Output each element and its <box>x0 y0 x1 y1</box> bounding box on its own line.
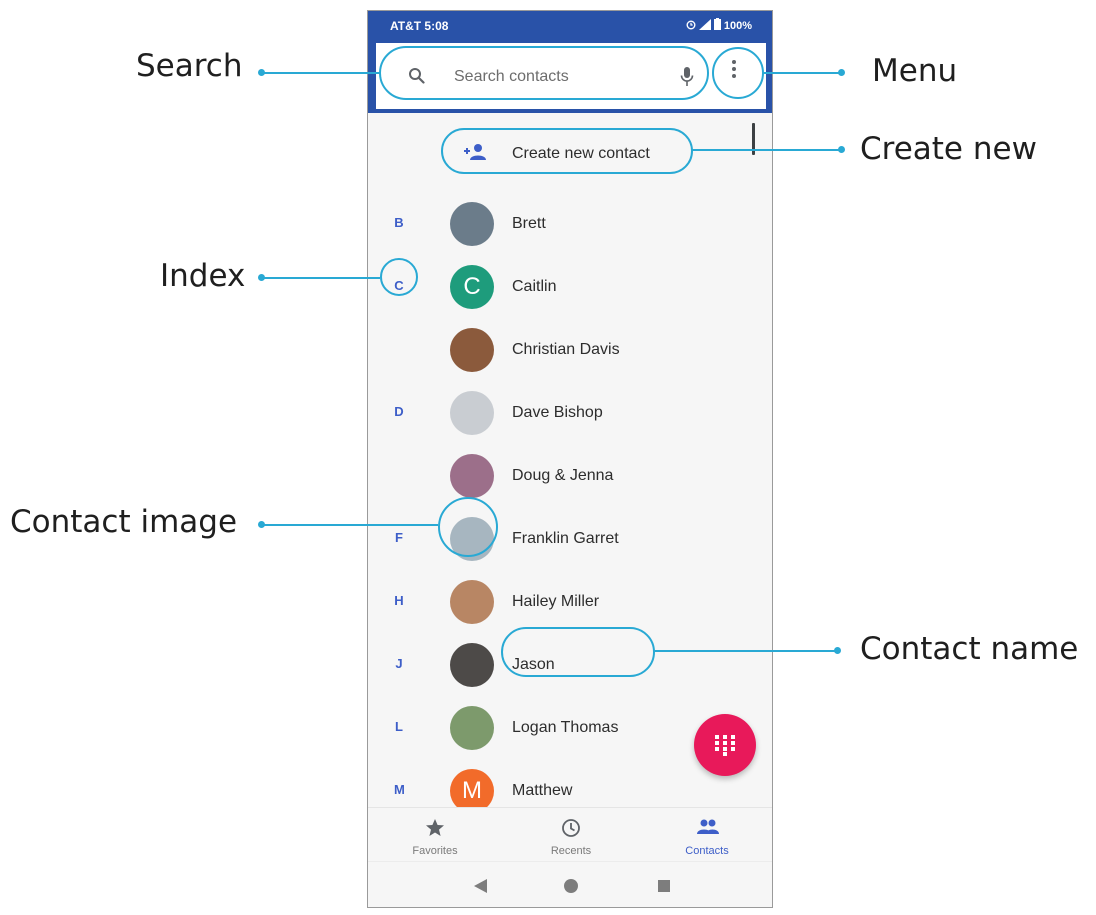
callout-dot <box>838 146 845 153</box>
battery-percent: 100% <box>723 19 752 32</box>
tab-label: Contacts <box>685 845 729 857</box>
index-letter: D <box>394 404 404 419</box>
bottom-navigation: Favorites Recents Contacts <box>368 807 772 862</box>
tab-label: Recents <box>550 845 592 857</box>
contact-avatar[interactable] <box>450 202 494 246</box>
contact-row[interactable]: H Hailey Miller <box>368 571 772 634</box>
index-letter: B <box>394 215 404 230</box>
battery-icon <box>713 18 721 33</box>
add-person-icon <box>462 143 488 166</box>
system-navigation-bar <box>368 861 772 907</box>
contact-name: Brett <box>512 215 546 232</box>
callout-line <box>262 72 380 74</box>
callout-label-contact-image: Contact image <box>10 504 238 540</box>
menu-highlight-ring <box>712 47 764 99</box>
tab-contacts[interactable]: Contacts <box>652 812 762 860</box>
callout-line <box>262 277 380 279</box>
contact-name: Logan Thomas <box>512 719 619 736</box>
dialpad-fab-button[interactable] <box>694 714 756 776</box>
contact-row[interactable]: C C Caitlin <box>368 256 772 319</box>
system-nav-icons <box>474 879 670 893</box>
tab-favorites[interactable]: Favorites <box>380 812 490 860</box>
contact-avatar[interactable] <box>450 391 494 435</box>
tab-recents[interactable]: Recents <box>516 812 626 860</box>
alarm-icon <box>686 19 696 33</box>
clock-icon <box>562 819 580 837</box>
status-carrier-time: AT&T 5:08 <box>390 19 449 33</box>
tab-label: Favorites <box>412 845 458 857</box>
contact-name: Hailey Miller <box>512 593 600 610</box>
contact-row[interactable]: B Brett <box>368 193 772 256</box>
callout-line <box>262 524 438 526</box>
search-input[interactable] <box>452 62 656 92</box>
contact-image-highlight-ring <box>438 497 498 557</box>
create-new-contact-button[interactable]: Create new contact <box>444 131 688 175</box>
contact-row[interactable]: Christian Davis <box>368 319 772 382</box>
avatar-letter: M <box>462 777 482 804</box>
people-icon <box>697 819 719 834</box>
dialpad-icon <box>715 735 735 756</box>
star-icon <box>426 819 444 836</box>
search-field[interactable] <box>382 51 698 101</box>
search-highlight-ring <box>379 46 709 100</box>
contact-row[interactable]: Doug & Jenna <box>368 445 772 508</box>
avatar-letter: C <box>463 273 481 300</box>
signal-icon <box>698 18 711 33</box>
contact-name: Dave Bishop <box>512 404 603 421</box>
index-letter: J <box>395 656 403 671</box>
callout-line <box>654 650 840 652</box>
contact-row[interactable]: L Logan Thomas <box>368 697 772 760</box>
contact-list[interactable]: Create new contact B Brett C C Caitlin C… <box>368 113 772 807</box>
contact-avatar[interactable] <box>450 580 494 624</box>
contact-row[interactable]: D Dave Bishop <box>368 382 772 445</box>
contact-name-highlight-ring <box>501 627 655 677</box>
callout-label-create-new: Create new <box>860 131 1037 167</box>
create-new-contact-label: Create new contact <box>512 145 650 162</box>
index-letter: L <box>395 719 403 734</box>
contact-avatar[interactable] <box>450 706 494 750</box>
callout-label-search: Search <box>136 48 243 84</box>
search-icon[interactable] <box>408 67 425 89</box>
status-icons: 100% <box>686 18 752 33</box>
contact-name: Caitlin <box>512 278 557 295</box>
status-bar: AT&T 5:08 100% <box>368 11 772 39</box>
contact-avatar[interactable]: C <box>450 265 494 309</box>
contact-row[interactable]: F Franklin Garret <box>368 508 772 571</box>
index-highlight-ring <box>380 258 418 296</box>
contact-row[interactable]: M M Matthew <box>368 760 772 807</box>
callout-dot <box>838 69 845 76</box>
contact-avatar[interactable]: M <box>450 769 494 807</box>
index-letter: M <box>394 782 405 797</box>
callout-dot <box>834 647 841 654</box>
scrollbar-thumb[interactable] <box>752 123 755 155</box>
callout-label-menu: Menu <box>872 53 958 89</box>
contact-avatar[interactable] <box>450 643 494 687</box>
callout-dot <box>258 521 265 528</box>
contact-avatar[interactable] <box>450 454 494 498</box>
contact-name: Christian Davis <box>512 341 620 358</box>
create-new-highlight-ring <box>441 128 693 174</box>
index-letter: F <box>395 530 403 545</box>
callout-label-index: Index <box>160 258 246 294</box>
callout-label-contact-name: Contact name <box>860 631 1079 667</box>
index-letter: H <box>394 593 404 608</box>
contact-name: Doug & Jenna <box>512 467 614 484</box>
contact-avatar[interactable] <box>450 328 494 372</box>
callout-dot <box>258 69 265 76</box>
callout-line <box>692 149 840 151</box>
callout-dot <box>258 274 265 281</box>
contact-name: Franklin Garret <box>512 530 619 547</box>
callout-line <box>763 72 841 74</box>
contact-name: Matthew <box>512 782 573 799</box>
